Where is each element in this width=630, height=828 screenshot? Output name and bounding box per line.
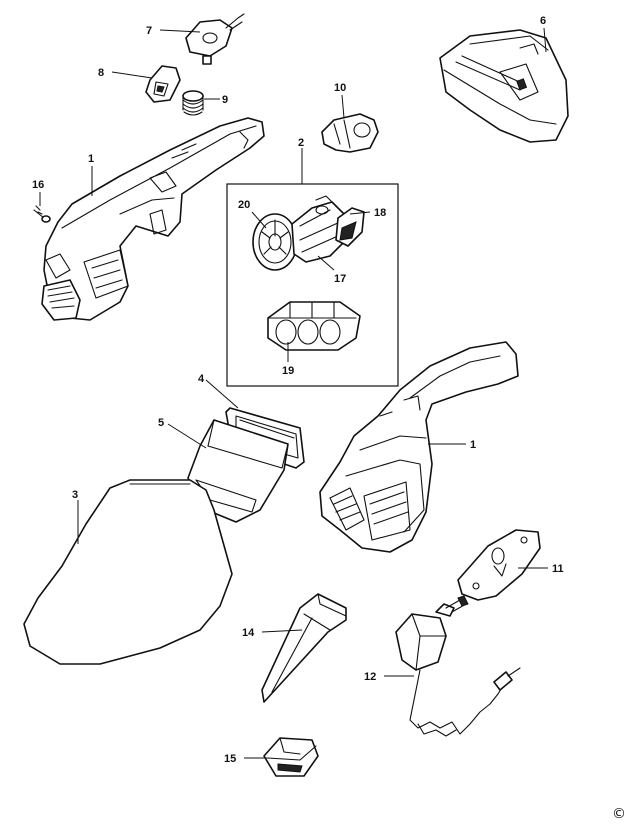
callout-15: 15	[224, 753, 236, 765]
part-5-filter	[187, 419, 289, 523]
callout-11: 11	[552, 563, 564, 575]
leader-20	[251, 211, 267, 229]
part-12-charger	[395, 595, 521, 737]
leader-6	[543, 27, 547, 53]
callout-10: 10	[334, 82, 346, 94]
leader-5	[167, 423, 207, 449]
leader-18	[349, 211, 371, 215]
part-8-switch-actuator	[145, 65, 181, 103]
callout-17: 17	[334, 273, 346, 285]
callout-labels: 7 8 9 10 6 1 16 2 20 18 17 19 4 5 3 1 11…	[32, 15, 564, 765]
part-9-spring	[182, 90, 204, 116]
callout-2: 2	[298, 137, 304, 149]
part-1-housing-right	[319, 341, 519, 553]
callout-6: 6	[540, 15, 546, 27]
part-20-fan	[252, 213, 298, 271]
part-1-housing-left	[41, 117, 265, 321]
callout-16: 16	[32, 179, 44, 191]
leader-10	[341, 94, 345, 119]
callout-20: 20	[238, 199, 250, 211]
callout-14: 14	[242, 627, 255, 639]
leader-14	[261, 629, 303, 633]
part-3-bowl	[23, 479, 233, 665]
leader-4	[205, 379, 239, 409]
callout-8: 8	[98, 67, 104, 79]
part-10-clip	[321, 113, 379, 153]
callout-4: 4	[198, 373, 205, 385]
leader-17	[317, 255, 335, 271]
callout-1-right: 1	[470, 439, 476, 451]
callout-3: 3	[72, 489, 78, 501]
leader-lines	[39, 27, 548, 759]
part-19-battery-pack	[267, 301, 361, 351]
part-6-wall-bracket	[439, 29, 569, 143]
callout-19: 19	[282, 365, 294, 377]
callout-9: 9	[222, 94, 228, 106]
callout-18: 18	[374, 207, 386, 219]
callout-5: 5	[158, 417, 164, 429]
leader-7	[159, 29, 201, 33]
part-11-wall-plate	[457, 529, 541, 601]
copyright-mark: ©	[612, 806, 626, 822]
part-16-screw	[33, 205, 51, 223]
part-18-terminal	[315, 195, 365, 247]
part-15-nozzle	[263, 737, 319, 777]
callout-1-top: 1	[88, 153, 94, 165]
part-2-group-box	[226, 183, 399, 387]
part-7-switch-cap	[185, 13, 245, 65]
part-14-crevice-tool	[261, 593, 347, 703]
callout-7: 7	[146, 25, 152, 37]
leader-8	[111, 71, 153, 79]
callout-12: 12	[364, 671, 376, 683]
